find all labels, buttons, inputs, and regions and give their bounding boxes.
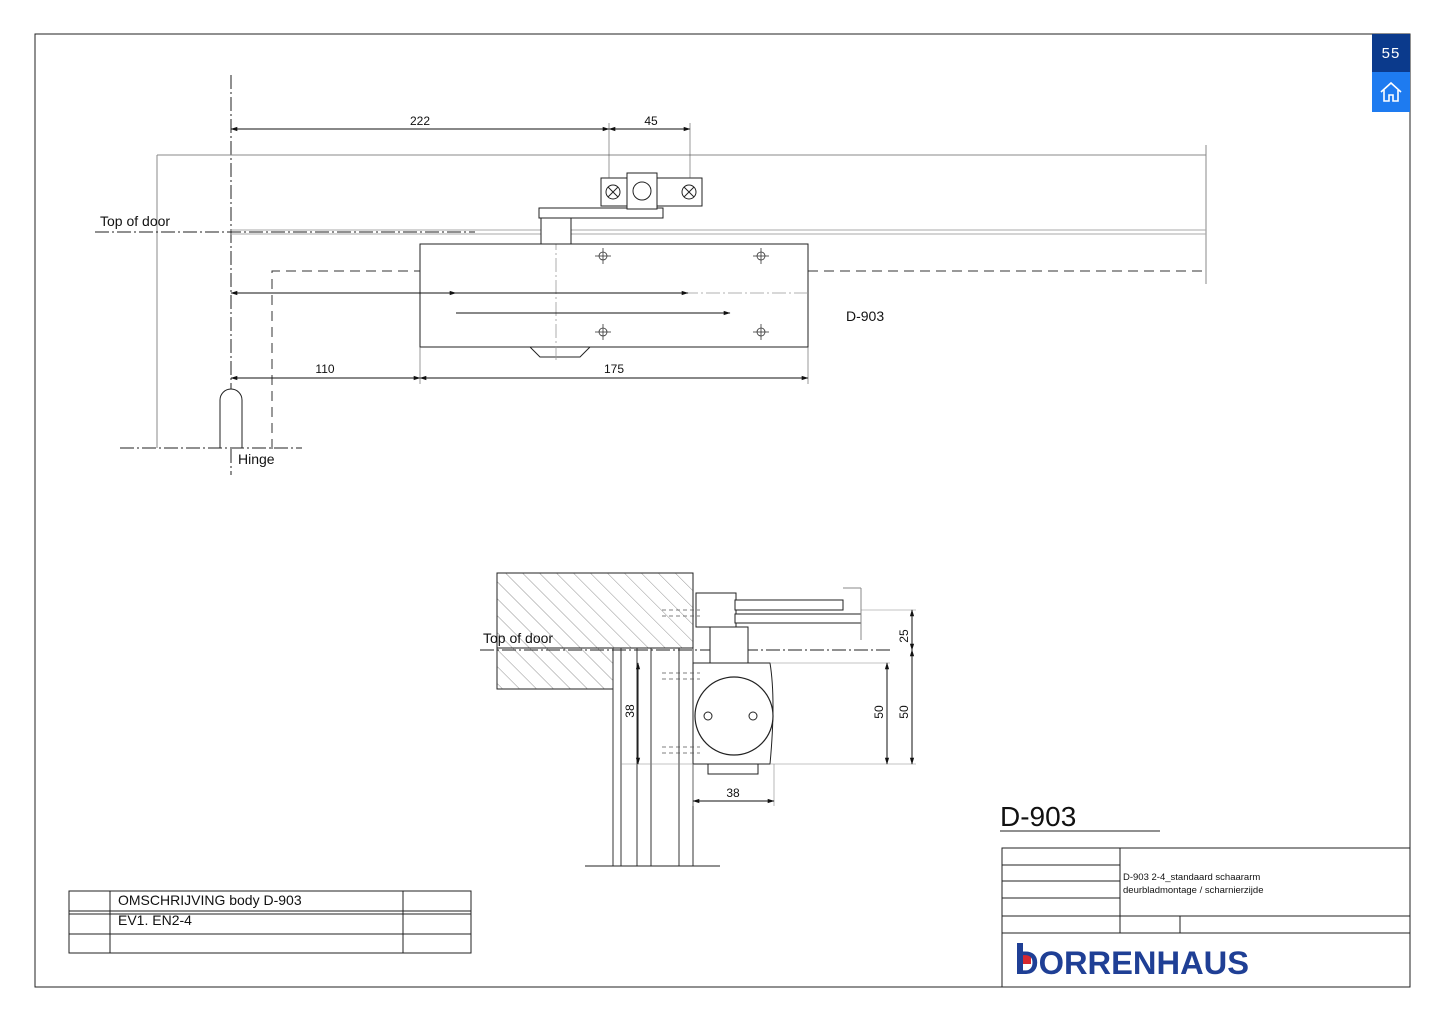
dim-222: 222 xyxy=(410,114,430,128)
title-line-2: deurbladmontage / scharnierzijde xyxy=(1123,885,1263,896)
dim-175: 175 xyxy=(604,362,624,376)
svg-text:DORRENHAUS: DORRENHAUS xyxy=(1015,945,1249,981)
dim-50-outer: 50 xyxy=(897,705,911,719)
closer-body xyxy=(419,243,809,348)
top-view: Top of door xyxy=(95,75,1207,475)
title-block: D-903 D-903 2-4_standaard schaararm deur… xyxy=(1000,801,1411,988)
page-number-badge: 55 xyxy=(1372,34,1410,72)
description-block: OMSCHRIJVING body D-903 EV1. EN2-4 xyxy=(68,890,472,954)
hinge-label: Hinge xyxy=(238,451,275,467)
dim-110: 110 xyxy=(315,362,334,376)
brand-logo: DORRENHAUS xyxy=(1015,943,1249,981)
page-border xyxy=(34,33,1411,988)
side-view: Top of door xyxy=(480,572,916,867)
dim-50-inner: 50 xyxy=(872,705,886,719)
dim-25: 25 xyxy=(897,629,911,643)
title-line-1: D-903 2-4_standaard schaararm xyxy=(1123,872,1260,883)
hinge-symbol xyxy=(219,388,243,448)
description-row-2: EV1. EN2-4 xyxy=(118,912,192,928)
side-top-of-door-label: Top of door xyxy=(483,630,553,646)
dim-38-vertical: 38 xyxy=(623,704,637,718)
dim-45: 45 xyxy=(644,114,658,128)
home-button[interactable] xyxy=(1372,72,1410,112)
home-icon xyxy=(1380,81,1402,102)
model-label: D-903 xyxy=(846,308,884,324)
description-row-1: OMSCHRIJVING body D-903 xyxy=(118,892,302,908)
door-frame-section xyxy=(496,572,694,649)
top-of-door-label: Top of door xyxy=(100,213,170,229)
dim-38-horizontal: 38 xyxy=(726,786,740,800)
title-model: D-903 xyxy=(1000,801,1076,832)
